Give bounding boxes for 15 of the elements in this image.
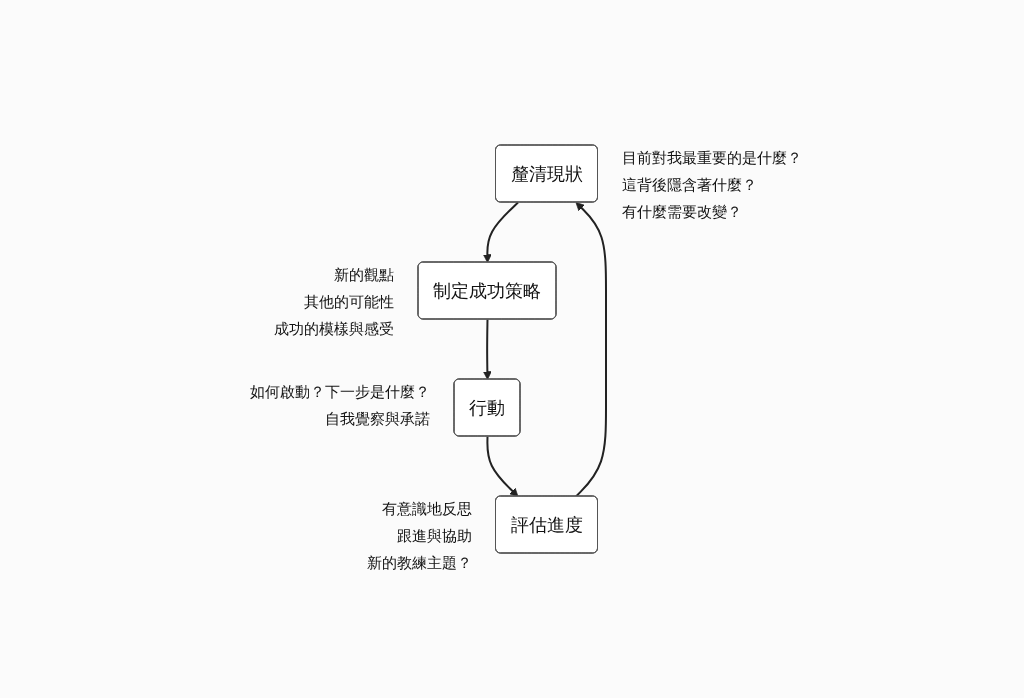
bullet-note: 如何啟動？下一步是什麼？ bbox=[250, 383, 430, 402]
bullet-note: 新的觀點 bbox=[334, 266, 394, 285]
arrow bbox=[482, 318, 492, 380]
bullet-note: 其他的可能性 bbox=[304, 293, 394, 312]
bullet-note: 有意識地反思 bbox=[381, 500, 472, 519]
bullet-note: 跟進與協助 bbox=[396, 527, 472, 546]
bullet-note: 這背後隱含著什麼？ bbox=[621, 176, 757, 195]
bullet-note: 新的教練主題？ bbox=[366, 554, 472, 573]
arrow bbox=[486, 435, 519, 497]
arrow bbox=[575, 202, 607, 498]
arrow bbox=[482, 201, 519, 263]
bullet-note: 成功的模樣與感受 bbox=[274, 320, 394, 339]
bullet-note: 目前對我最重要的是什麼？ bbox=[621, 149, 802, 168]
bullet-note: 自我覺察與承諾 bbox=[325, 410, 430, 429]
bullet-note: 有什麼需要改變？ bbox=[621, 203, 742, 222]
